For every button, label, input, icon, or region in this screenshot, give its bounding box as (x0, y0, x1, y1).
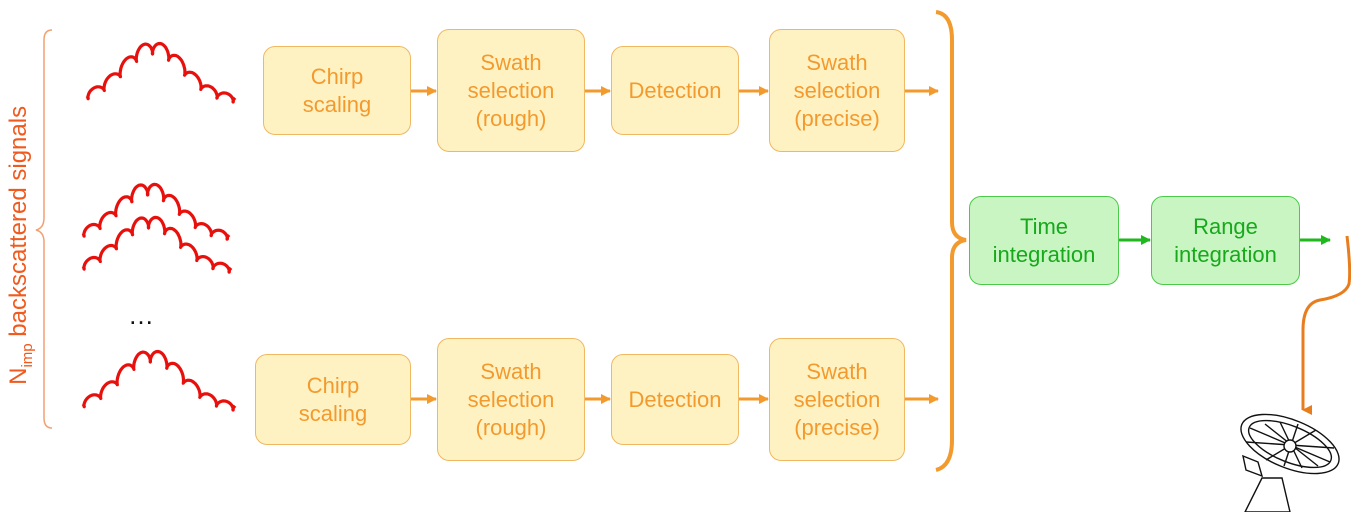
swath-selection-precise-box-top: Swath selection (precise) (769, 29, 905, 152)
signals-label-main: N (4, 367, 32, 385)
waveform-icon (81, 215, 233, 274)
swath-selection-precise-box-bottom: Swath selection (precise) (769, 338, 905, 461)
waveform-path (85, 41, 237, 104)
signals-label-rest: backscattered signals (4, 105, 32, 343)
signals-label-sub: imp (18, 342, 36, 368)
waveform-icon (81, 349, 237, 412)
detection-box-top: Detection (611, 46, 739, 135)
output-connector (1301, 235, 1351, 415)
ellipsis: … (128, 300, 154, 330)
swath-selection-rough-box-top: Swath selection (rough) (437, 29, 585, 152)
waveform-icon (81, 182, 231, 241)
waveform-icon (85, 41, 237, 104)
signals-brace (35, 29, 53, 429)
time-integration-box: Time integration (969, 196, 1119, 285)
swath-selection-rough-box-bottom: Swath selection (rough) (437, 338, 585, 461)
waveform-path (81, 349, 237, 412)
signals-label: Nimp backscattered signals (2, 55, 38, 435)
waveform-path (81, 215, 233, 274)
chirp-scaling-box-top: Chirp scaling (263, 46, 411, 135)
waveform-path (81, 182, 231, 241)
satellite-dish-icon (1240, 413, 1340, 512)
range-integration-box: Range integration (1151, 196, 1300, 285)
detection-box-bottom: Detection (611, 354, 739, 445)
chirp-scaling-box-bottom: Chirp scaling (255, 354, 411, 445)
merge-brace (935, 10, 967, 472)
